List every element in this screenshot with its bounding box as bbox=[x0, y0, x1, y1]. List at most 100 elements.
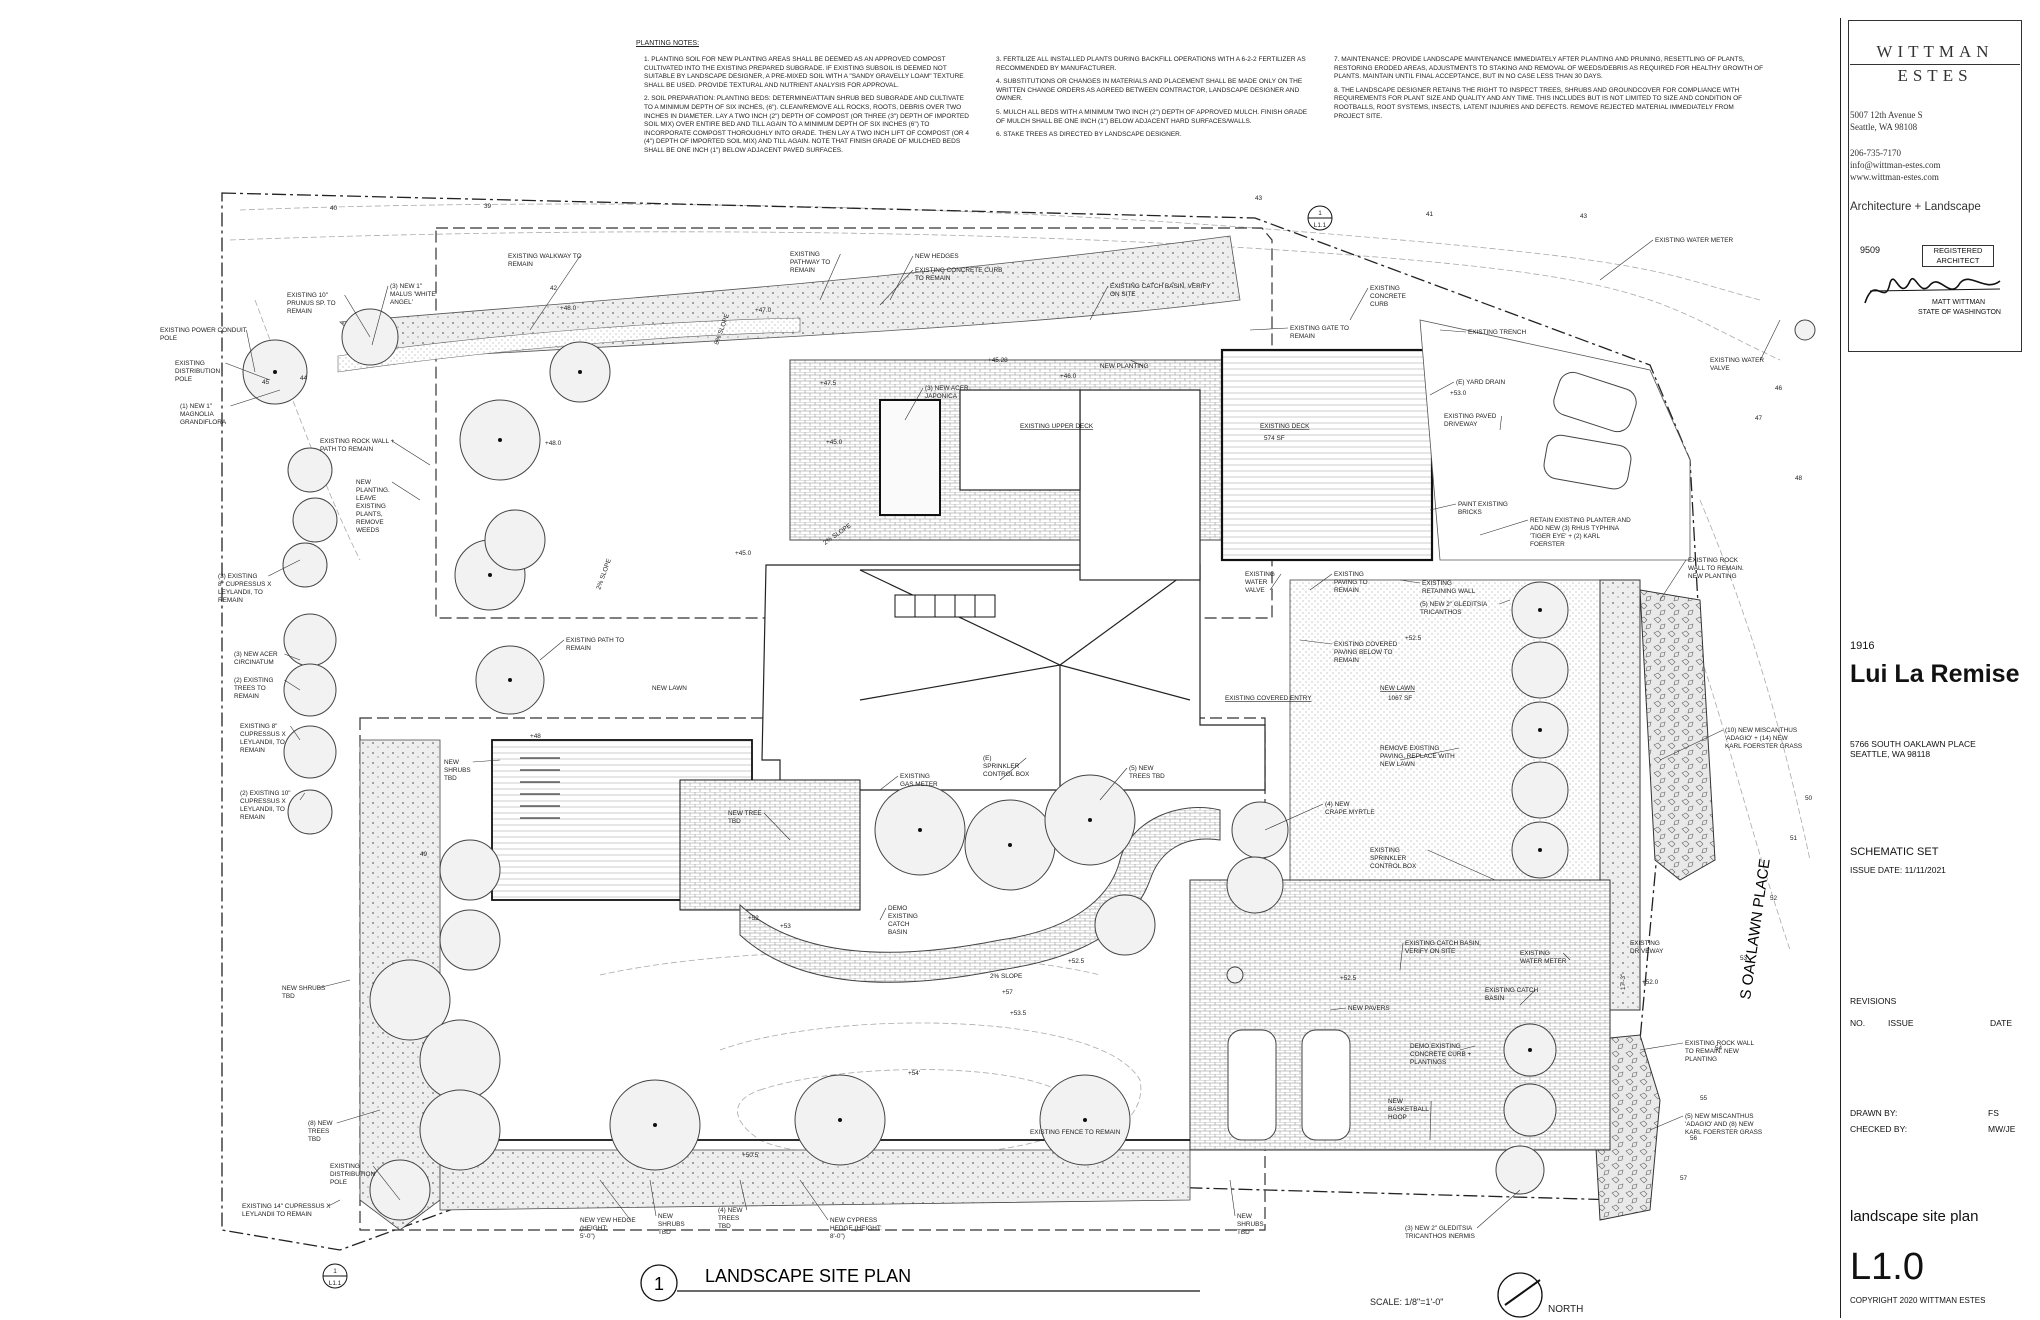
copyright: COPYRIGHT 2020 WITTMAN ESTES bbox=[1850, 1296, 1986, 1305]
contour-label: 55 bbox=[1700, 1095, 1708, 1102]
callout-text: NEW PLANTING bbox=[1100, 363, 1149, 370]
leader-line bbox=[539, 639, 565, 661]
drawn-by-label: DRAWN BY: bbox=[1850, 1108, 1898, 1118]
revisions-label: REVISIONS bbox=[1850, 996, 1897, 1006]
contour-label: 56 bbox=[1690, 1135, 1698, 1142]
spot-elevation: +48.0 bbox=[545, 440, 562, 447]
spot-elevation: +57 bbox=[1002, 989, 1013, 996]
rev-no-header: NO. bbox=[1850, 1018, 1866, 1028]
callout-text: (E) YARD DRAIN bbox=[1456, 379, 1506, 386]
callout-new-pavers: NEW PAVERS bbox=[1329, 1005, 1390, 1012]
leader-line bbox=[391, 440, 431, 466]
project-number: 1916 bbox=[1850, 640, 1875, 652]
note-3: 3. FERTILIZE ALL INSTALLED PLANTS DURING… bbox=[996, 56, 1306, 72]
callout-new-hedges: NEW HEDGES bbox=[889, 253, 959, 301]
leader-line bbox=[1499, 599, 1511, 605]
leader-line bbox=[529, 255, 581, 331]
leader-line bbox=[1229, 1179, 1236, 1217]
leader-line bbox=[1459, 1045, 1475, 1051]
leader-line bbox=[1099, 767, 1128, 801]
leader-line bbox=[1309, 573, 1333, 591]
spot-elevation: +48 bbox=[530, 733, 541, 740]
drawing-number: 1 bbox=[654, 1274, 664, 1294]
callout-existing-trench: EXISTING TRENCH bbox=[1439, 329, 1526, 336]
stamp-state: STATE OF WASHINGTON bbox=[1918, 309, 2001, 316]
drawn-by: FS bbox=[1988, 1108, 1999, 1118]
spot-elevation: +52.5 bbox=[1405, 635, 1422, 642]
contour-label: 53 bbox=[1740, 955, 1748, 962]
leader-line bbox=[1429, 381, 1455, 396]
callout-text: EXISTING WATER METER bbox=[1655, 237, 1733, 244]
rev-issue-header: ISSUE bbox=[1888, 1018, 1914, 1028]
leader-line bbox=[344, 294, 371, 338]
parked-cars-top bbox=[1543, 371, 1637, 490]
note-5: 5. MULCH ALL BEDS WITH A MINIMUM TWO INC… bbox=[996, 108, 1308, 125]
leader-line bbox=[1476, 1189, 1521, 1229]
leader-line bbox=[879, 269, 914, 306]
planting-notes-title: PLANTING NOTES: bbox=[636, 40, 700, 47]
leader-line bbox=[1399, 942, 1404, 971]
leader-line bbox=[371, 285, 389, 346]
leader-line bbox=[1399, 579, 1421, 584]
section-ref-sheet: L1.1 bbox=[329, 1280, 342, 1287]
parked-cars-bottom bbox=[1227, 1029, 1351, 1141]
driveway-width: 17'-3" bbox=[1620, 974, 1627, 990]
slope-label: 2% SLOPE bbox=[990, 973, 1022, 980]
firm-phone: 206-735-7170 bbox=[1850, 148, 1901, 158]
leader-line bbox=[889, 255, 914, 301]
callout-e-yard-drain: (E) YARD DRAIN bbox=[1429, 379, 1506, 396]
leader-line bbox=[1249, 327, 1289, 331]
leader-line bbox=[1329, 1007, 1347, 1011]
stairs bbox=[520, 757, 560, 819]
architect-stamp: 9509 REGISTERED ARCHITECT MATT WITTMAN S… bbox=[1860, 245, 2010, 329]
leader-line bbox=[999, 757, 1027, 781]
leader-line bbox=[268, 559, 301, 577]
leader-line bbox=[879, 775, 899, 791]
callout-text: NEW HEDGES bbox=[915, 253, 959, 260]
stamp-box: REGISTERED ARCHITECT bbox=[1922, 245, 1994, 267]
note-4: 4. SUBSTITUTIONS OR CHANGES IN MATERIALS… bbox=[996, 78, 1303, 103]
title-block: WITTMAN ESTES 5007 12th Avenue S Seattle… bbox=[1840, 0, 2040, 1320]
drawing-number-bubble bbox=[640, 1264, 678, 1302]
leader-line bbox=[336, 1109, 381, 1124]
spot-elevation: +46.0 bbox=[1060, 373, 1077, 380]
leader-line bbox=[246, 329, 256, 373]
leader-line bbox=[317, 979, 351, 989]
spot-elevation: +50.5' bbox=[742, 1152, 759, 1159]
firm-address1: 5007 12th Avenue S bbox=[1850, 110, 1923, 120]
